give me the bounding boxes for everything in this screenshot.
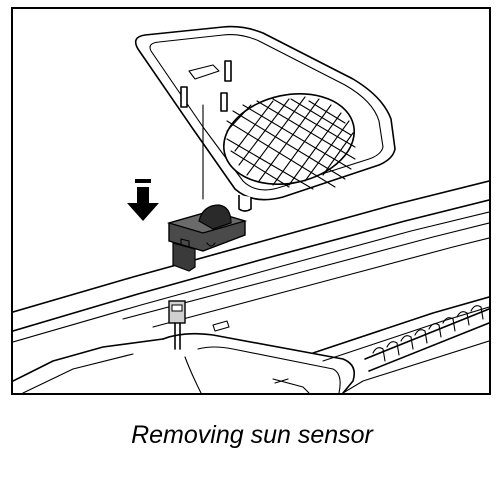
sun-sensor-removal-illustration (13, 25, 489, 393)
illustration-frame (11, 7, 491, 395)
grille-mesh (226, 96, 356, 190)
sensor-connector (168, 300, 186, 350)
sensor-cover (134, 25, 396, 212)
vent-louvres (364, 305, 489, 372)
down-arrow-icon (127, 179, 159, 221)
sun-sensor (166, 204, 248, 272)
figure-caption: Removing sun sensor (131, 421, 373, 449)
dashboard-panel (13, 180, 489, 393)
